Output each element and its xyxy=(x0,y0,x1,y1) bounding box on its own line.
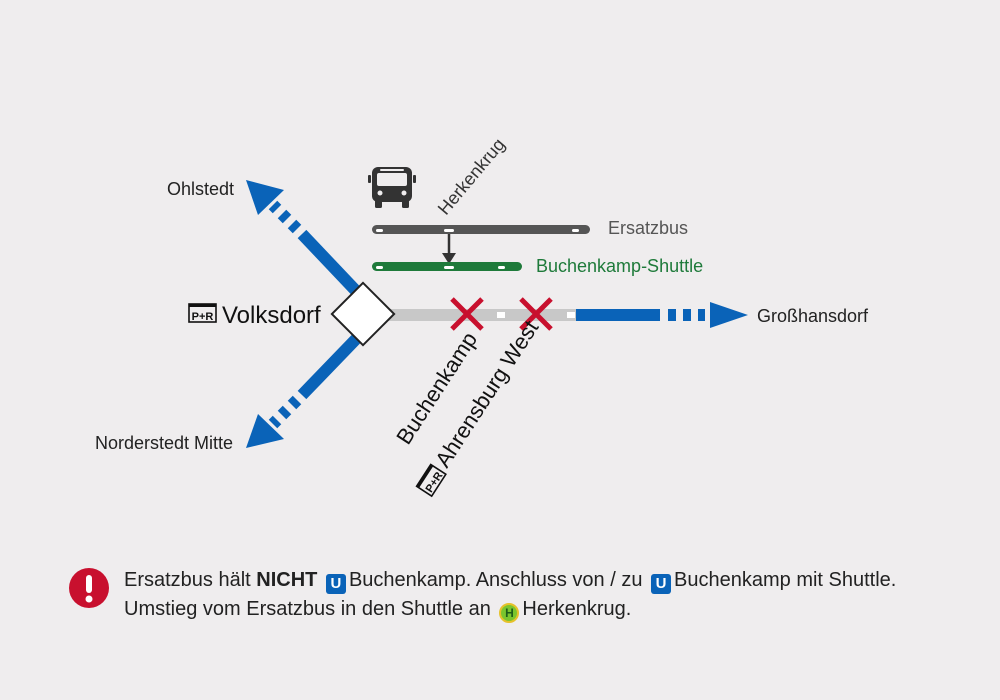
line-grosshansdorf-dash xyxy=(668,309,676,321)
volksdorf-station-icon xyxy=(330,281,396,347)
line-norderstedt-dash xyxy=(277,405,292,420)
notice-text: Umstieg vom Ersatzbus in den Shuttle an xyxy=(124,598,491,620)
line-norderstedt-dash xyxy=(287,395,302,410)
label-herkenkrug: Herkenkrug xyxy=(434,134,509,218)
notice-line-2: Umstieg vom Ersatzbus in den Shuttle an … xyxy=(68,595,988,624)
arrow-ohlstedt-icon xyxy=(246,180,284,215)
label-norderstedt: Norderstedt Mitte xyxy=(95,433,233,453)
bus-stop-icon: H xyxy=(499,603,520,623)
notice-text: Herkenkrug. xyxy=(522,598,632,620)
closed-cross-icon xyxy=(450,297,484,331)
label-grosshansdorf: Großhansdorf xyxy=(757,306,869,326)
ersatzbus-stop-marker xyxy=(572,229,579,232)
closed-cross-icon xyxy=(519,297,553,331)
line-norderstedt-dash xyxy=(268,415,282,429)
notice-text: Buchenkamp. Anschluss von / zu xyxy=(348,569,643,591)
park-ride-ahrensburg-icon: P+R xyxy=(415,463,447,498)
line-grosshansdorf-dash xyxy=(698,309,705,321)
svg-text:P+R: P+R xyxy=(192,311,214,323)
ersatzbus-stop-marker xyxy=(376,229,383,232)
ersatzbus-line xyxy=(372,225,590,234)
shuttle-stop-marker xyxy=(376,266,383,269)
line-ohlstedt-dash xyxy=(287,219,302,234)
line-norderstedt-solid xyxy=(297,333,362,400)
u-bahn-icon: U xyxy=(651,574,672,594)
label-volksdorf: Volksdorf xyxy=(222,302,321,329)
shuttle-stop-marker xyxy=(498,266,505,269)
arrow-grosshansdorf-icon xyxy=(710,302,748,328)
shuttle-stop-marker xyxy=(444,266,454,269)
notice-text: Ersatzbus hält xyxy=(124,569,257,591)
line-ohlstedt-dash xyxy=(268,200,282,214)
station-marker-ahrensburg-west xyxy=(567,312,575,318)
transfer-arrowhead-icon xyxy=(442,253,456,264)
notice-text: Buchenkamp mit Shuttle. xyxy=(674,569,897,591)
bus-icon xyxy=(368,167,416,208)
notice-emphasis: NICHT xyxy=(256,569,318,591)
label-ersatzbus: Ersatzbus xyxy=(608,218,688,238)
warning-icon xyxy=(69,568,109,608)
arrow-norderstedt-icon xyxy=(246,414,284,448)
line-ohlstedt-dash xyxy=(277,209,292,224)
line-grosshansdorf-dash xyxy=(683,309,691,321)
park-ride-volksdorf-icon: P+R xyxy=(188,303,217,323)
label-shuttle: Buchenkamp-Shuttle xyxy=(536,256,703,276)
label-ohlstedt: Ohlstedt xyxy=(167,179,234,199)
herkenkrug-stop-marker xyxy=(444,229,454,232)
u-bahn-icon: U xyxy=(325,574,346,594)
line-ohlstedt-solid xyxy=(297,229,362,297)
station-marker-buchenkamp xyxy=(497,312,505,318)
